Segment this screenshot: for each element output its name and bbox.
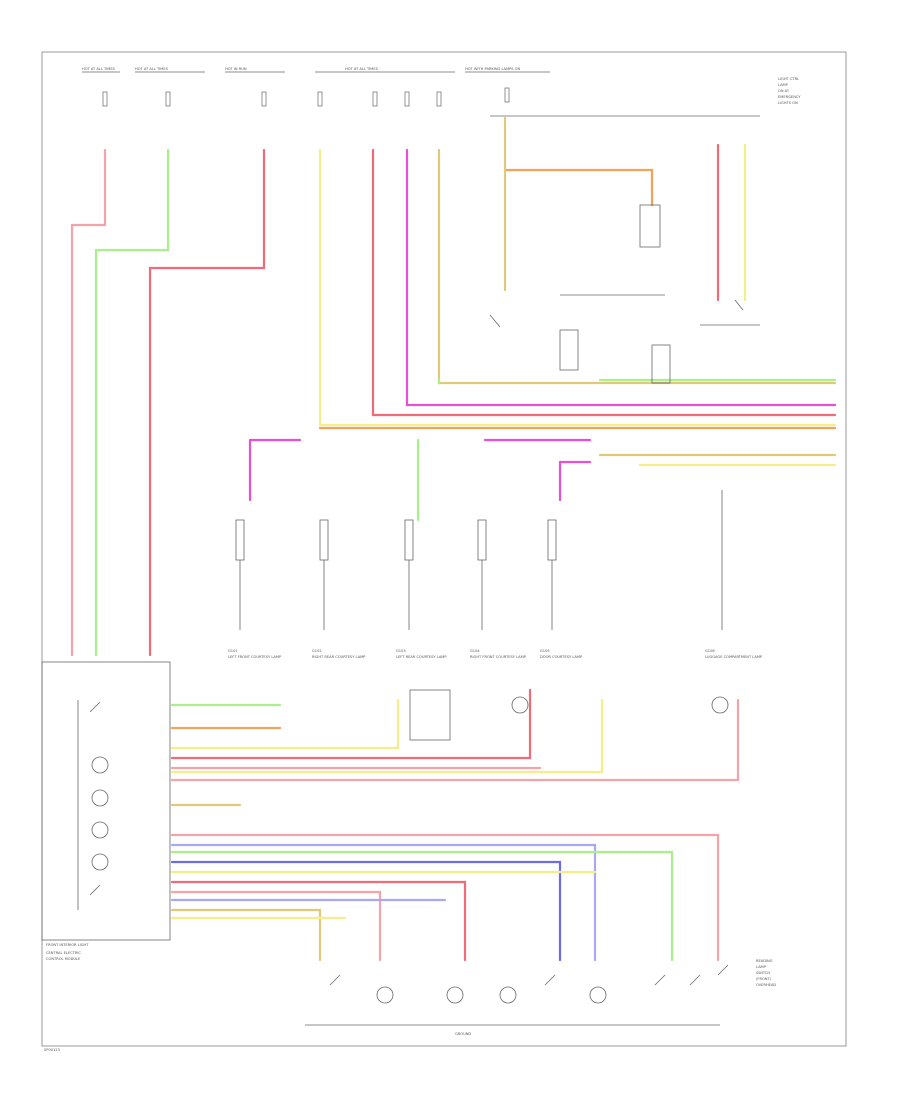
lower-harness <box>170 833 720 962</box>
svg-text:G104: G104 <box>470 649 480 653</box>
svg-text:HOT WITH PARKING LAMPS ON: HOT WITH PARKING LAMPS ON <box>465 67 521 71</box>
bottom-lamps: GROUND <box>305 964 729 1036</box>
svg-text:G105: G105 <box>540 649 550 653</box>
courtesy-lamp-labels: G101 LEFT FRONT COURTESY LAMP G102 RIGHT… <box>228 649 763 659</box>
svg-text:HOT IN RUN: HOT IN RUN <box>225 67 247 71</box>
svg-text:EMERGENCY: EMERGENCY <box>778 95 801 99</box>
svg-text:G101: G101 <box>228 649 238 653</box>
bulb-icon <box>499 986 517 1004</box>
svg-text:LIGHTS ON: LIGHTS ON <box>778 101 798 105</box>
svg-text:CENTRAL ELECTRIC: CENTRAL ELECTRIC <box>46 951 81 955</box>
svg-text:RIGHT FRONT COURTESY LAMP: RIGHT FRONT COURTESY LAMP <box>470 655 527 659</box>
switch-icon <box>654 974 666 986</box>
svg-text:ON AT: ON AT <box>778 89 790 93</box>
fuse-icon <box>317 91 323 107</box>
svg-text:SWITCH: SWITCH <box>756 971 770 975</box>
switch-icon <box>717 964 729 976</box>
control-unit: FRONT INTERIOR LIGHT CENTRAL ELECTRIC CO… <box>41 661 171 961</box>
bulb-icon <box>589 986 607 1004</box>
svg-text:LUGGAGE COMPARTMENT LAMP: LUGGAGE COMPARTMENT LAMP <box>705 655 763 659</box>
switch-icon <box>89 701 101 713</box>
bottom-right-label: READING LAMP SWITCH (FRONT) OVERHEAD <box>756 959 776 987</box>
bulb-icon <box>446 986 464 1004</box>
svg-text:LAMP: LAMP <box>756 965 767 969</box>
fuse-icon <box>504 87 510 103</box>
fuse-icon <box>404 91 410 107</box>
fuse-icon <box>261 91 267 107</box>
bulb-icon <box>711 696 729 714</box>
fuse-icon <box>436 91 442 107</box>
page-id: SP00123 <box>44 1048 60 1052</box>
svg-text:FRONT INTERIOR LIGHT: FRONT INTERIOR LIGHT <box>46 943 89 947</box>
middle-harness <box>170 688 740 807</box>
bulb-icon <box>91 821 109 839</box>
fuse-row <box>102 87 510 107</box>
fuse-icon <box>165 91 171 107</box>
courtesy-lamp-columns <box>235 438 837 630</box>
svg-text:G102: G102 <box>312 649 322 653</box>
bulb-icon <box>91 789 109 807</box>
switch-icon <box>689 974 701 986</box>
bulb-icon <box>511 696 529 714</box>
bulb-icon <box>91 853 109 871</box>
switch-icon <box>329 974 341 986</box>
svg-text:LAMP: LAMP <box>778 83 789 87</box>
fuse-icon <box>102 91 108 107</box>
svg-text:DOOR COURTESY LAMP: DOOR COURTESY LAMP <box>540 655 583 659</box>
svg-text:HOT AT ALL TIMES: HOT AT ALL TIMES <box>82 67 116 71</box>
switch-icon <box>89 884 101 896</box>
upper-modules <box>489 115 760 384</box>
right-header-label: LIGHT CTRL LAMP ON AT EMERGENCY LIGHTS O… <box>778 77 801 105</box>
main-wires <box>70 116 837 657</box>
diagram-frame <box>41 51 847 1047</box>
svg-text:READING: READING <box>756 959 773 963</box>
fuse-source-labels: HOT AT ALL TIMES HOT AT ALL TIMES HOT IN… <box>82 67 550 73</box>
bulb-icon <box>91 756 109 774</box>
svg-text:GROUND: GROUND <box>455 1032 471 1036</box>
svg-text:CONTROL MODULE: CONTROL MODULE <box>46 957 81 961</box>
svg-text:OVERHEAD: OVERHEAD <box>756 983 776 987</box>
svg-text:(FRONT): (FRONT) <box>756 977 772 981</box>
svg-text:G103: G103 <box>396 649 406 653</box>
svg-text:HOT AT ALL TIMES: HOT AT ALL TIMES <box>135 67 169 71</box>
svg-text:HOT AT ALL TIMES: HOT AT ALL TIMES <box>345 67 379 71</box>
svg-text:LIGHT CTRL: LIGHT CTRL <box>778 77 799 81</box>
svg-text:G106: G106 <box>705 649 715 653</box>
control-unit-box <box>41 661 171 941</box>
fuse-icon <box>372 91 378 107</box>
bulb-icon <box>376 986 394 1004</box>
switch-icon <box>544 974 556 986</box>
svg-text:LEFT FRONT COURTESY LAMP: LEFT FRONT COURTESY LAMP <box>228 655 282 659</box>
svg-text:LEFT REAR COURTESY LAMP: LEFT REAR COURTESY LAMP <box>396 655 447 659</box>
svg-text:RIGHT REAR COURTESY LAMP: RIGHT REAR COURTESY LAMP <box>312 655 366 659</box>
